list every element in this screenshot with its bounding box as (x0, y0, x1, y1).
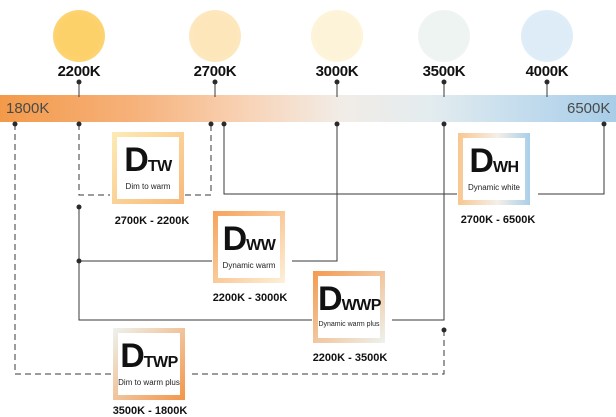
dot-2700k (212, 79, 218, 85)
dot-dww-start (76, 204, 82, 210)
card-dww: DWW Dynamic warm (213, 211, 285, 283)
temp-label-3000k: 3000K (315, 63, 359, 80)
temp-label-2200k: 2200K (57, 63, 101, 80)
card-dwwp-caption: Dynamic warm plus (318, 321, 380, 328)
swatch-3500k (418, 10, 470, 62)
dot-2200k (76, 79, 82, 85)
card-dwwp-code-sub: WWP (341, 297, 382, 314)
card-dww-caption: Dynamic warm (222, 261, 276, 270)
dot-bar-6500 (601, 121, 607, 127)
range-dtwp: 3500K - 1800K (112, 405, 188, 417)
range-dww: 2200K - 3000K (212, 292, 288, 304)
card-dtwp-code-sub: TWP (143, 354, 179, 371)
card-dtwp-code-main: D (120, 337, 145, 375)
card-dwh: DWH Dynamic white (458, 133, 530, 205)
dot-bar-3500 (441, 121, 447, 127)
temperature-scale-bar (0, 95, 616, 122)
dot-bar-2700b (221, 121, 227, 127)
range-dwwp: 2200K - 3500K (312, 352, 388, 364)
swatch-2200k (53, 10, 105, 62)
card-dtwp: DTWP Dim to warm plus (113, 328, 185, 400)
card-dwh-caption: Dynamic white (467, 183, 520, 192)
swatch-3000k (311, 10, 363, 62)
scale-end-label: 6500K (567, 100, 611, 117)
temp-label-2700k: 2700K (193, 63, 237, 80)
card-dww-code-sub: WW (246, 237, 276, 254)
dot-dtwp-end (441, 327, 447, 333)
line-dwh (223, 124, 605, 195)
temp-label-3500k: 3500K (422, 63, 466, 80)
card-dtwp-caption: Dim to warm plus (118, 378, 180, 387)
line-dwwp (78, 124, 445, 321)
line-dtwp (14, 124, 445, 375)
dot-3000k (334, 79, 340, 85)
swatch-4000k (521, 10, 573, 62)
card-dwwp-code-main: D (318, 280, 343, 318)
card-dwh-code-sub: WH (492, 159, 519, 176)
line-dtw (78, 124, 212, 196)
card-dwwp: DWWP Dynamic warm plus (313, 271, 385, 343)
dot-3500k (441, 79, 447, 85)
swatch-2700k (189, 10, 241, 62)
temp-label-4000k: 4000K (525, 63, 569, 80)
range-dtw: 2700K - 2200K (114, 215, 190, 227)
dot-bar-1800 (12, 121, 18, 127)
dot-dwwp-start (76, 258, 82, 264)
card-dww-code-main: D (222, 220, 248, 258)
dot-bar-3000 (334, 121, 340, 127)
range-dwh: 2700K - 6500K (460, 214, 536, 226)
card-dwh-code-main: D (469, 142, 494, 180)
card-dtw-caption: Dim to warm (125, 182, 171, 191)
card-dtw-code-main: D (124, 141, 149, 179)
card-dtw-code-sub: TW (147, 158, 172, 175)
dot-bar-2700a (208, 121, 214, 127)
card-dtw: DTW Dim to warm (112, 132, 184, 204)
dot-bar-2200 (76, 121, 82, 127)
dot-4000k (544, 79, 550, 85)
scale-start-label: 1800K (6, 100, 50, 117)
